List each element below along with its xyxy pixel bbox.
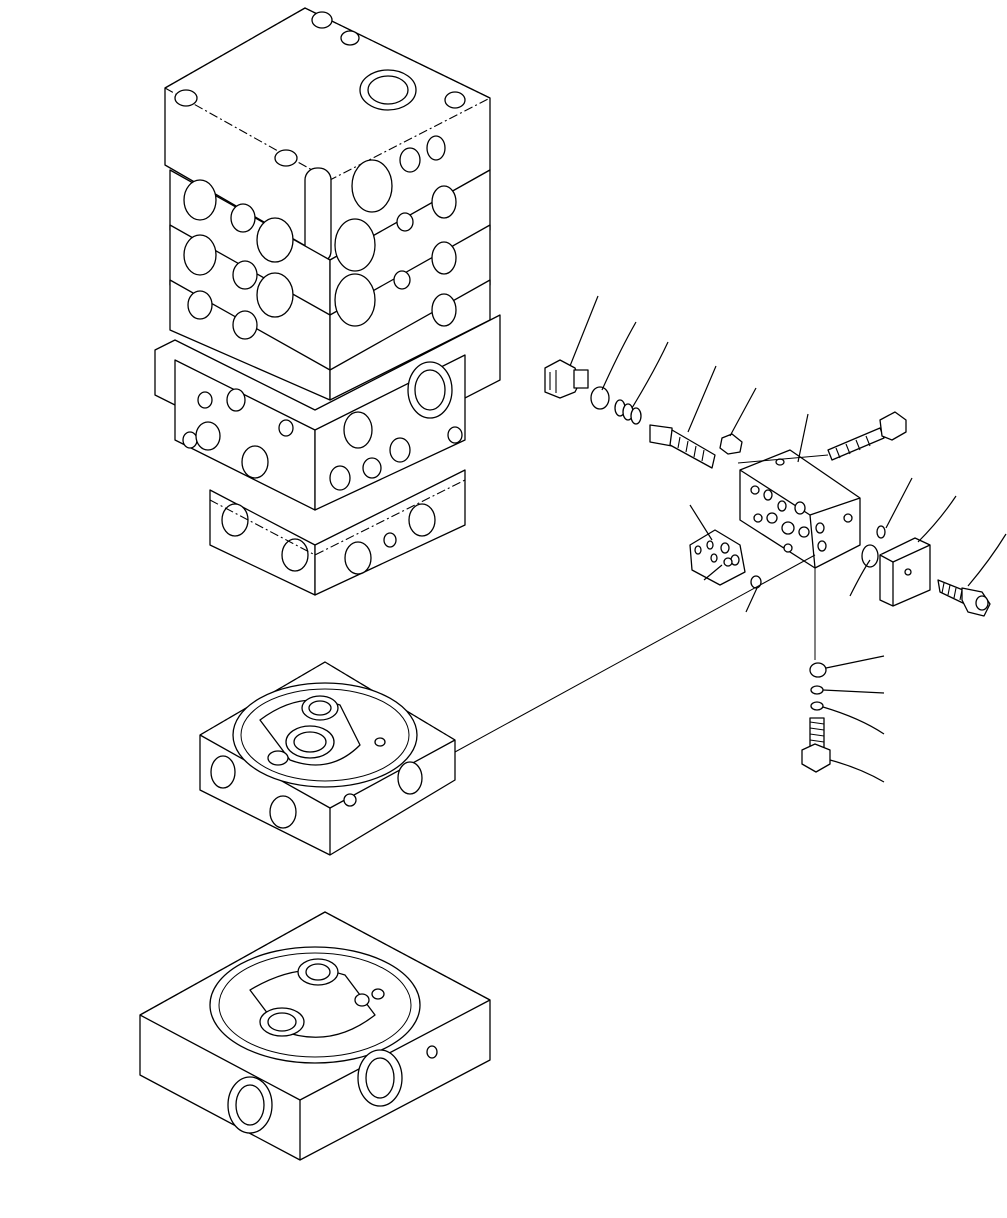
o-ring-1: [590, 386, 610, 410]
o-ring-small-right: [876, 525, 886, 539]
long-bolt: [827, 411, 907, 461]
o-ring-bottom-1: [809, 662, 827, 678]
lower-body-section: [209, 469, 466, 596]
valve-stack-assembly: [154, 7, 501, 596]
backup-rings: [614, 399, 642, 425]
relief-valve-plug: [544, 359, 589, 399]
o-ring-gasket: [750, 575, 762, 589]
o-ring-large-right: [861, 544, 879, 568]
end-plate-section: [154, 314, 501, 511]
section-plate-lower: [139, 911, 491, 1161]
gasket-plate: [689, 529, 746, 586]
valve-block: [739, 449, 861, 569]
small-plug: [719, 433, 743, 455]
cover-plate: [879, 537, 931, 607]
cap-screw: [937, 579, 991, 617]
section-row-2: [169, 218, 491, 376]
o-ring-bottom-3: [810, 701, 824, 711]
leader-lines: [569, 295, 1007, 783]
section-plate-upper: [199, 661, 456, 856]
section-row-3: [169, 273, 491, 401]
assembly-line: [454, 554, 816, 753]
o-ring-bottom-2: [810, 685, 824, 695]
bolt-axis-line: [737, 454, 829, 464]
poppet-spring: [649, 424, 716, 469]
bottom-plug: [801, 717, 831, 773]
